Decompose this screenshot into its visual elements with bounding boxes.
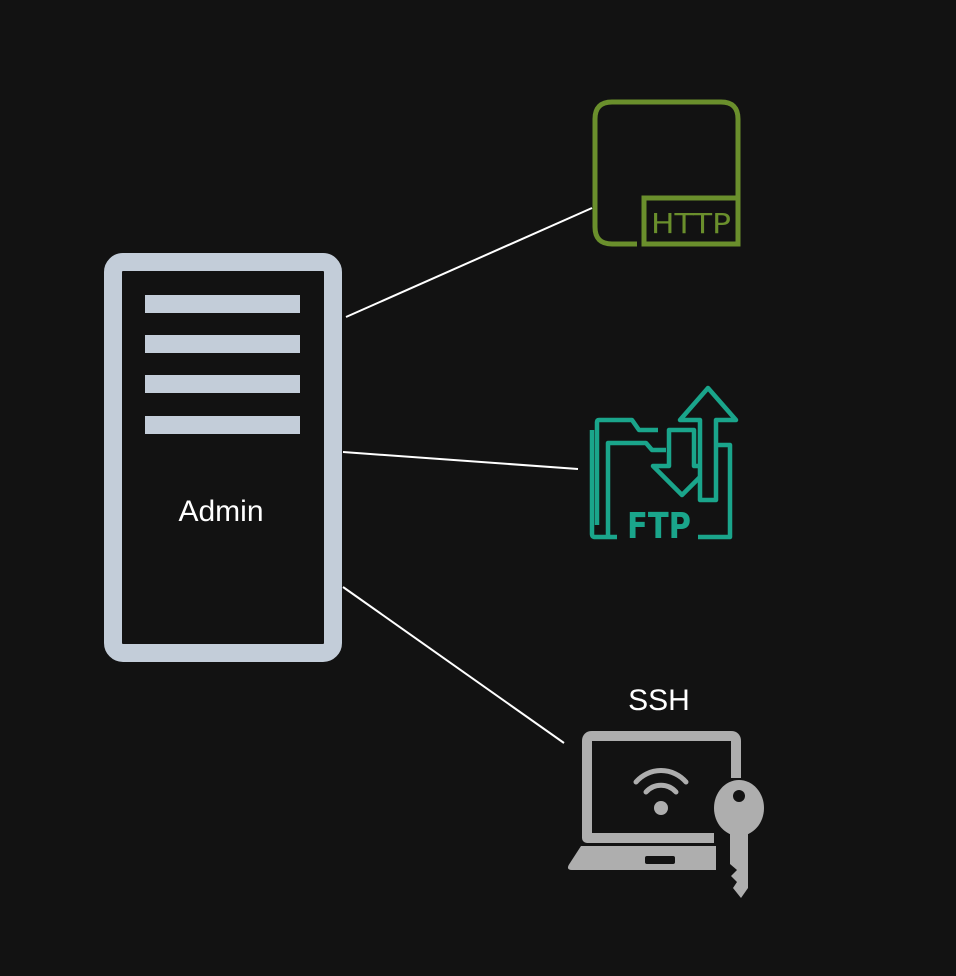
http-icon [592,99,741,247]
ftp-node[interactable]: FTP [589,385,739,547]
http-badge: HTTP [651,207,731,240]
edge-server-ftp [342,451,579,470]
ssh-node[interactable]: SSH [567,684,764,898]
edge-server-ssh [342,586,565,744]
ssh-label: SSH [628,684,690,717]
ftp-badge: FTP [627,506,691,547]
ssh-laptop-key-icon [567,731,764,898]
edge-server-http [345,207,593,318]
server-label: Admin [178,495,263,528]
server-icon [104,253,342,662]
server-node[interactable]: Admin [104,253,342,662]
ftp-icon [589,385,739,540]
http-node[interactable]: HTTP [592,99,741,247]
